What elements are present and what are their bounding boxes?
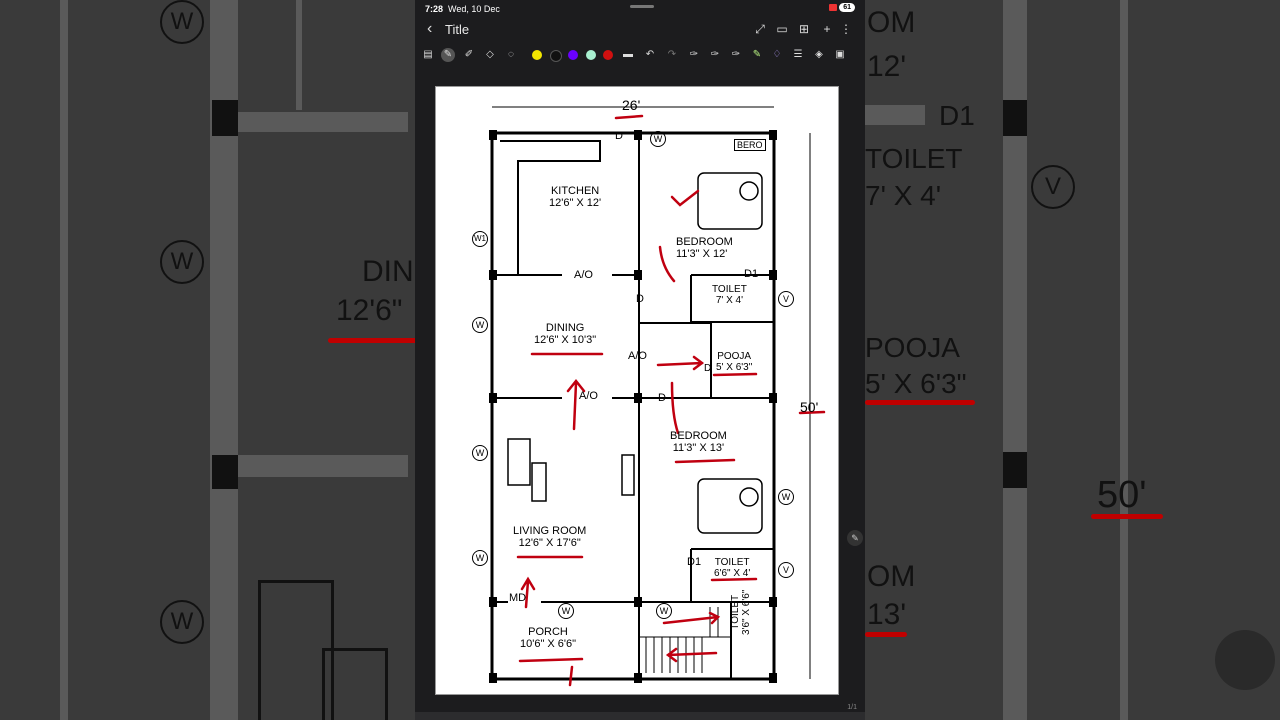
ghost-text: 13' (867, 598, 907, 631)
door-label: D1 (687, 556, 702, 568)
height-dimension-label: 50' (800, 399, 819, 415)
color-purple-swatch[interactable] (568, 50, 578, 60)
signal-icon (829, 4, 837, 11)
window-marker-icon: W (160, 600, 204, 644)
window-marker-icon: W (650, 131, 666, 147)
right-background-blur: V OM 12' D1 TOILET 7' X 4' POOJA 5' X 6'… (865, 0, 1280, 720)
door-label: D (704, 363, 712, 374)
window-marker-icon: W (558, 603, 574, 619)
window-marker-icon: W1 (472, 231, 488, 247)
eraser-icon[interactable]: ◇ (486, 49, 494, 60)
window-marker-icon: W (472, 445, 488, 461)
door-label: D1 (744, 268, 759, 280)
status-date: Wed, 10 Dec (448, 4, 500, 14)
pen-icon[interactable]: ✎ (441, 48, 455, 62)
opening-label: A/O (628, 350, 647, 362)
ghost-text: OM (867, 560, 916, 593)
ventilator-marker-icon: V (778, 562, 794, 578)
note-title[interactable]: Title (445, 22, 470, 37)
ghost-text: 5' X 6'3" (865, 368, 967, 399)
page-indicator: 1/1 (847, 704, 857, 711)
opening-label: A/O (579, 390, 598, 402)
window-marker-icon: W (472, 317, 488, 333)
notes-app-window: 7:28 Wed, 10 Dec 61 ‹ Title ⤢ ▭ ⊞ + ⋮ ▤ … (415, 0, 865, 720)
shapes-icon[interactable]: ◈ (815, 49, 823, 60)
image-icon[interactable]: ▣ (835, 49, 845, 60)
top-handle (630, 5, 654, 8)
add-icon[interactable]: + (823, 22, 831, 36)
drawing-toolbar: ▤ ✎ ✐ ◇ ◌ ▬ ↶ ↷ ✑ ✑ ✑ ✎ ♢ ☰ ◈ ▣ (415, 42, 865, 68)
pen-preset-1-icon[interactable]: ✑ (689, 49, 699, 60)
title-bar: ‹ Title ⤢ ▭ ⊞ + ⋮ (415, 18, 865, 42)
opening-label: A/O (574, 269, 593, 281)
window-marker-icon: W (160, 240, 204, 284)
window-marker-icon: W (656, 603, 672, 619)
ventilator-marker-icon: V (1031, 165, 1075, 209)
ghost-text: 7' X 4' (865, 180, 942, 211)
left-background-blur: W W W DIN 12'6" (0, 0, 415, 720)
ai-icon[interactable]: ♢ (772, 49, 782, 60)
redo-icon[interactable]: ↷ (667, 49, 677, 60)
ventilator-marker-icon: V (778, 291, 794, 307)
width-dimension-label: 26' (622, 97, 641, 113)
ghost-text: OM (867, 6, 916, 39)
color-yellow-swatch[interactable] (532, 50, 542, 60)
wardrobe-label: BERO (734, 139, 766, 151)
add-page-icon[interactable]: ⊞ (798, 22, 810, 36)
text-icon[interactable]: ☰ (793, 49, 803, 60)
door-label: D (658, 392, 666, 404)
pen-preset-3-icon[interactable]: ✑ (731, 49, 741, 60)
pen-preset-2-icon[interactable]: ✑ (710, 49, 720, 60)
ghost-text: 12' (867, 50, 907, 83)
color-black-swatch[interactable] (550, 50, 562, 62)
ghost-text: D1 (939, 100, 975, 131)
text-box-icon[interactable]: ▤ (423, 49, 433, 60)
window-marker-icon: W (160, 0, 204, 44)
ghost-text: TOILET (865, 143, 963, 174)
ghost-text: 50' (1097, 474, 1147, 516)
line-thickness-icon[interactable]: ▬ (623, 49, 633, 60)
ghost-text: 12'6" (336, 294, 403, 327)
battery-indicator: 61 (839, 3, 855, 12)
floor-plan-drawing (489, 106, 826, 687)
window-marker-icon: W (778, 489, 794, 505)
floating-pen-icon[interactable]: ✎ (847, 530, 863, 546)
ghost-text: POOJA (865, 332, 960, 363)
main-door-label: MD (509, 592, 527, 604)
highlighter-icon[interactable]: ✐ (464, 49, 474, 60)
lasso-icon[interactable]: ◌ (508, 49, 514, 60)
door-label: D (636, 293, 644, 305)
window-marker-icon: W (472, 550, 488, 566)
more-options-icon[interactable]: ⋮ (840, 22, 852, 36)
color-red-swatch[interactable] (603, 50, 613, 60)
highlighter-preset-icon[interactable]: ✎ (752, 49, 762, 60)
status-time: 7:28 (425, 4, 444, 14)
status-bar: 7:28 Wed, 10 Dec 61 (415, 0, 865, 18)
back-chevron-icon[interactable]: ‹ (427, 20, 433, 37)
door-label: D (615, 130, 623, 142)
reading-mode-icon[interactable]: ▭ (776, 22, 788, 36)
undo-icon[interactable]: ↶ (645, 49, 655, 60)
expand-icon[interactable]: ⤢ (755, 22, 765, 36)
ghost-text: DIN (362, 255, 414, 288)
bottom-bar (415, 712, 865, 720)
color-mint-swatch[interactable] (586, 50, 596, 60)
